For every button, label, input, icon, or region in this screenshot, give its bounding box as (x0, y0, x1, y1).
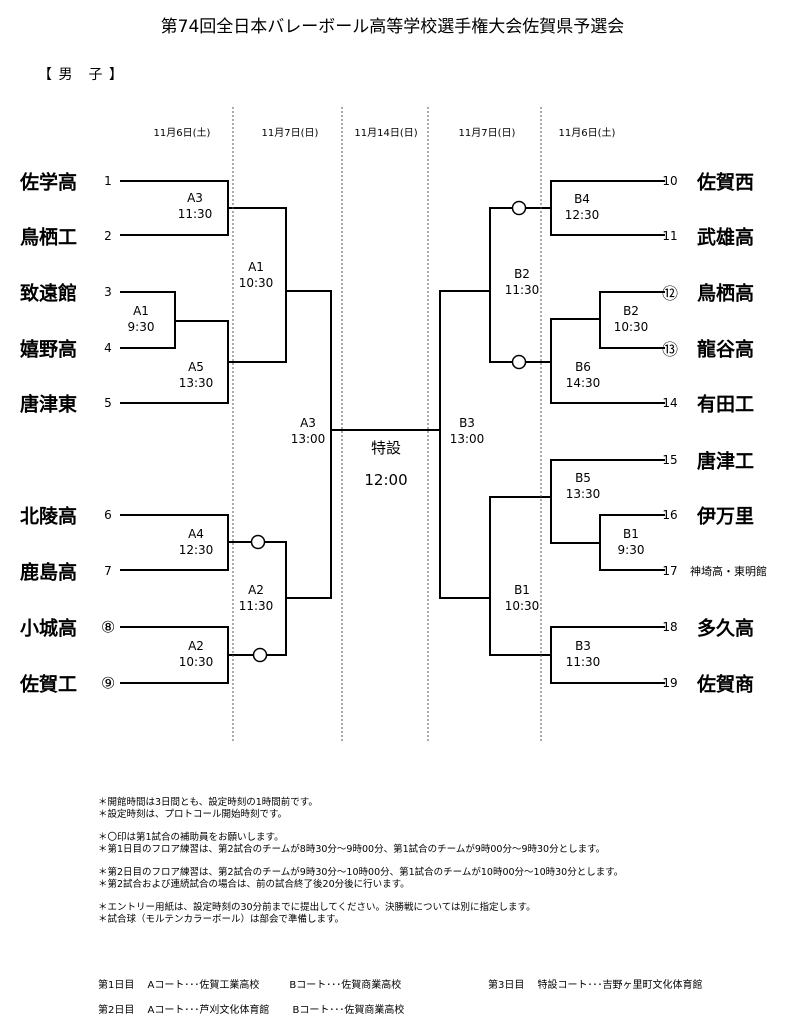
note-line: ＊第2日目のフロア練習は、第2試合のチームが9時30分～10時00分、第1試合の… (98, 867, 624, 878)
seed-number: 5 (104, 396, 112, 410)
seed-number: 11 (662, 229, 678, 243)
helper-mark-circle (511, 354, 527, 370)
seed-number: 14 (662, 396, 678, 410)
seed-number: ⑧ (100, 617, 116, 637)
seed-number: 16 (662, 508, 678, 522)
date-header: 11月7日(日) (261, 128, 319, 139)
seed-number: 1 (104, 174, 112, 188)
note-line: ＊試合球（モルテンカラーボール）は部会で準備します。 (98, 914, 345, 925)
date-header: 11月6日(土) (153, 128, 211, 139)
team-name: 致遠館 (20, 282, 78, 305)
seed-number: 17 (662, 564, 678, 578)
team-name: 武雄高 (697, 226, 755, 249)
seed-number: 6 (104, 508, 112, 522)
team-name: 伊万里 (697, 505, 755, 528)
helper-mark-circle (511, 200, 527, 216)
note-line: ＊〇印は第1試合の補助員をお願いします。 (98, 832, 284, 843)
team-name: 鳥栖高 (697, 282, 755, 305)
seed-number: 7 (104, 564, 112, 578)
venue-day3: 第3日目 特設コート･･･吉野ヶ里町文化体育館 (488, 980, 703, 991)
seed-number: 2 (104, 229, 112, 243)
seed-number: ⑬ (661, 340, 679, 359)
seed-number: ⑨ (100, 673, 116, 693)
seed-number: 19 (662, 676, 678, 690)
page-title: 第74回全日本バレーボール高等学校選手権大会佐賀県予選会 (160, 17, 625, 37)
team-name: 北陵高 (20, 505, 78, 528)
seed-number: 15 (662, 453, 678, 467)
team-name: 唐津東 (20, 393, 78, 416)
team-name: 嬉野高 (20, 338, 78, 361)
note-line: ＊開館時間は3日間とも、設定時刻の1時間前です。 (98, 797, 318, 808)
team-name: 唐津工 (697, 450, 755, 473)
team-name: 龍谷高 (697, 338, 755, 361)
date-header: 11月6日(土) (558, 128, 616, 139)
seed-number: 10 (662, 174, 678, 188)
team-name: 有田工 (697, 393, 755, 416)
team-name: 佐賀工 (20, 673, 78, 696)
team-name: 多久高 (697, 617, 755, 640)
seed-number: 4 (104, 341, 112, 355)
team-name: 佐学高 (20, 171, 78, 194)
helper-mark-circle (250, 534, 266, 550)
seed-number: 18 (662, 620, 678, 634)
seed-number: 3 (104, 285, 112, 299)
team-name: 佐賀商 (697, 673, 755, 696)
seed-number: ⑫ (661, 284, 679, 303)
date-header: 11月14日(日) (354, 128, 418, 139)
team-name: 小城高 (20, 617, 78, 640)
team-name: 鹿島高 (20, 561, 78, 584)
note-line: ＊設定時刻は、プロトコール開始時刻です。 (98, 809, 288, 820)
note-line: ＊第2試合および連続試合の場合は、前の試合終了後20分後に行います。 (98, 879, 410, 890)
note-line: ＊第1日目のフロア練習は、第2試合のチームが8時30分～9時00分、第1試合のチ… (98, 844, 606, 855)
helper-mark-circle (252, 647, 268, 663)
gender-label: 【 男 子 】 (38, 67, 124, 83)
team-name: 鳥栖工 (20, 226, 78, 249)
note-line: ＊エントリー用紙は、設定時刻の30分前までに提出してください。決勝戦については別… (98, 902, 536, 913)
date-header: 11月7日(日) (458, 128, 516, 139)
team-name: 佐賀西 (697, 171, 755, 194)
venue-day2: 第2日目 Aコート･･･芦刈文化体育館 Bコート･･･佐賀商業高校 (98, 1005, 405, 1016)
team-name: 神埼高・東明館 (690, 565, 767, 578)
venue-day1: 第1日目 Aコート･･･佐賀工業高校 Bコート･･･佐賀商業高校 (98, 980, 402, 991)
